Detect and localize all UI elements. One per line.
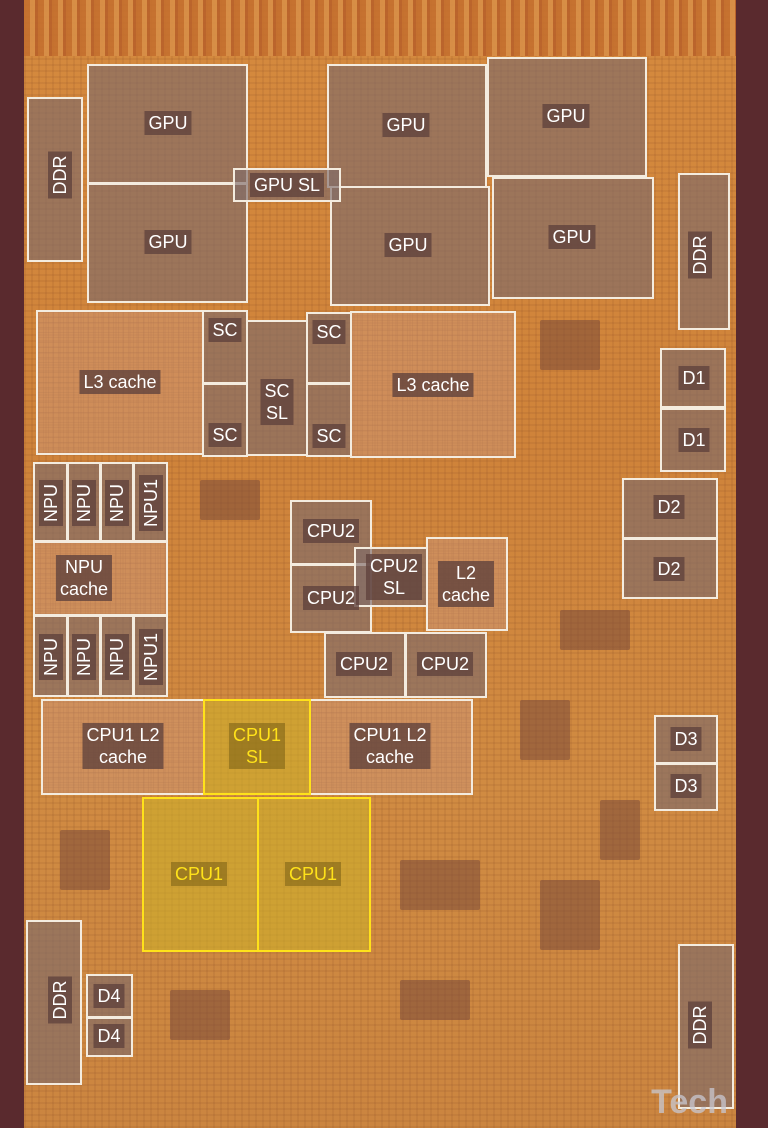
circuit-texture — [170, 990, 230, 1040]
sc-label: SC — [312, 320, 346, 344]
npu-label: NPU — [72, 633, 96, 681]
circuit-texture — [200, 480, 260, 520]
circuit-texture — [560, 610, 630, 650]
cpu2-label: CPU2 — [302, 586, 360, 610]
cpu1-label: CPU1 — [284, 862, 342, 886]
gpu-label: GPU — [542, 104, 590, 128]
top-io-strip — [24, 0, 736, 56]
cpu1-l2-cache-label: CPU1 L2 cache — [349, 723, 431, 769]
gpu-label: GPU — [382, 113, 430, 137]
d2-label: D2 — [653, 495, 685, 519]
sc-label: SC — [208, 423, 242, 447]
npu-cache-label: NPU cache — [55, 555, 113, 601]
npu-label: NPU — [39, 479, 63, 527]
d1-block — [660, 348, 726, 408]
cpu1-label: CPU1 — [170, 862, 228, 886]
circuit-texture — [520, 700, 570, 760]
npu-label: NPU — [39, 633, 63, 681]
d3-label: D3 — [670, 774, 702, 798]
npu-label: NPU — [105, 479, 129, 527]
circuit-texture — [540, 880, 600, 950]
npu-label: NPU — [105, 633, 129, 681]
cpu2-label: CPU2 — [302, 519, 360, 543]
watermark: Tech — [651, 1083, 728, 1121]
gpu-label: GPU — [384, 233, 432, 257]
gpu-label: GPU — [144, 111, 192, 135]
cpu2-label: CPU2 — [335, 652, 393, 676]
d1-label: D1 — [678, 366, 710, 390]
l3-cache-label: L3 cache — [392, 373, 474, 397]
circuit-texture — [540, 320, 600, 370]
d2-block — [622, 478, 718, 539]
circuit-texture — [400, 980, 470, 1020]
cpu2-sl-label: CPU2 SL — [365, 554, 423, 600]
sc-sl-label: SC SL — [260, 379, 294, 425]
d4-label: D4 — [93, 984, 125, 1008]
d3-label: D3 — [670, 727, 702, 751]
circuit-texture — [600, 800, 640, 860]
gpu-label: GPU — [548, 225, 596, 249]
sc-label: SC — [208, 318, 242, 342]
npu1-label: NPU1 — [139, 474, 163, 532]
sc-label: SC — [312, 424, 346, 448]
gpu-sl-label: GPU SL — [249, 173, 325, 197]
npu1-label: NPU1 — [139, 628, 163, 686]
ddr-label: DDR — [688, 1001, 712, 1049]
l3-cache-label: L3 cache — [79, 370, 161, 394]
cpu2-label: CPU2 — [416, 652, 474, 676]
cpu1-l2-cache-label: CPU1 L2 cache — [82, 723, 164, 769]
ddr-label: DDR — [48, 151, 72, 199]
ddr-label: DDR — [48, 976, 72, 1024]
ddr-label: DDR — [688, 231, 712, 279]
d4-label: D4 — [93, 1024, 125, 1048]
d1-label: D1 — [678, 428, 710, 452]
l2-cache-label: L2 cache — [437, 561, 495, 607]
gpu-label: GPU — [144, 230, 192, 254]
npu-label: NPU — [72, 479, 96, 527]
circuit-texture — [60, 830, 110, 890]
d2-label: D2 — [653, 557, 685, 581]
circuit-texture — [400, 860, 480, 910]
cpu1-sl-label: CPU1 SL — [228, 723, 286, 769]
